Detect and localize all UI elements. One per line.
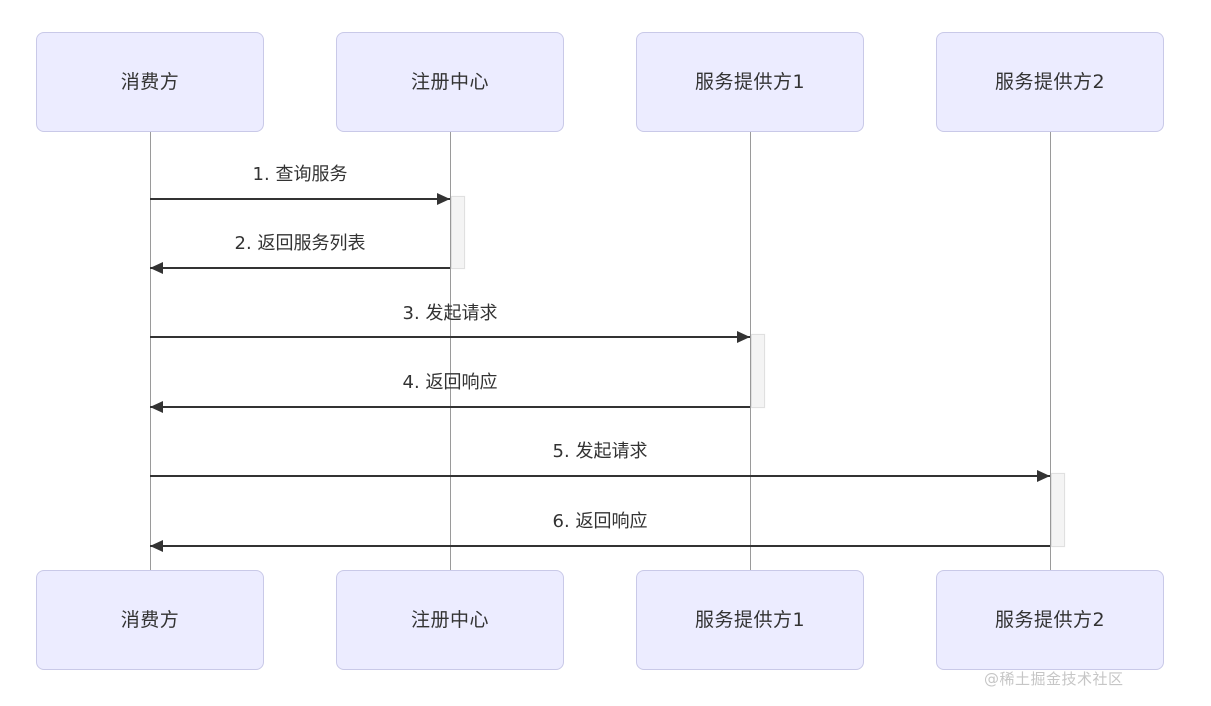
message-arrowhead-1 <box>437 193 450 205</box>
message-line-6 <box>150 545 1050 547</box>
participant-box-consumer-bottom[interactable]: 消费方 <box>36 570 264 670</box>
message-arrowhead-5 <box>1037 470 1050 482</box>
participant-label-provider2: 服务提供方2 <box>994 70 1106 93</box>
participant-label-registry: 注册中心 <box>410 70 489 93</box>
message-label-2: 2. 返回服务列表 <box>234 233 366 254</box>
message-label-3: 3. 发起请求 <box>402 303 498 324</box>
participant-box-provider2-bottom[interactable]: 服务提供方2 <box>936 570 1164 670</box>
activation-bar-provider1 <box>751 334 765 408</box>
participant-box-provider1-top[interactable]: 服务提供方1 <box>636 32 864 132</box>
message-arrowhead-3 <box>737 331 750 343</box>
message-label-1: 1. 查询服务 <box>252 164 348 185</box>
participant-box-consumer-top[interactable]: 消费方 <box>36 32 264 132</box>
lifeline-consumer <box>150 132 151 570</box>
lifeline-provider2 <box>1050 132 1051 570</box>
message-line-2 <box>150 267 450 269</box>
message-arrowhead-4 <box>150 401 163 413</box>
message-line-5 <box>150 475 1050 477</box>
participant-box-registry-bottom[interactable]: 注册中心 <box>336 570 564 670</box>
message-arrowhead-2 <box>150 262 163 274</box>
watermark-text: @稀土掘金技术社区 <box>984 670 1124 688</box>
participant-label-consumer: 消费方 <box>120 70 180 93</box>
message-line-4 <box>150 406 750 408</box>
lifeline-provider1 <box>750 132 751 570</box>
participant-label-provider2: 服务提供方2 <box>994 608 1106 631</box>
message-label-5: 5. 发起请求 <box>552 441 648 462</box>
lifeline-registry <box>450 132 451 570</box>
message-label-4: 4. 返回响应 <box>402 372 498 393</box>
participant-box-provider2-top[interactable]: 服务提供方2 <box>936 32 1164 132</box>
participant-label-consumer: 消费方 <box>120 608 180 631</box>
message-label-6: 6. 返回响应 <box>552 511 648 532</box>
participant-label-provider1: 服务提供方1 <box>694 608 806 631</box>
message-line-3 <box>150 336 750 338</box>
message-arrowhead-6 <box>150 540 163 552</box>
activation-bar-provider2 <box>1051 473 1065 547</box>
participant-label-provider1: 服务提供方1 <box>694 70 806 93</box>
message-line-1 <box>150 198 450 200</box>
activation-bar-registry <box>451 196 465 269</box>
participant-label-registry: 注册中心 <box>410 608 489 631</box>
participant-box-provider1-bottom[interactable]: 服务提供方1 <box>636 570 864 670</box>
participant-box-registry-top[interactable]: 注册中心 <box>336 32 564 132</box>
